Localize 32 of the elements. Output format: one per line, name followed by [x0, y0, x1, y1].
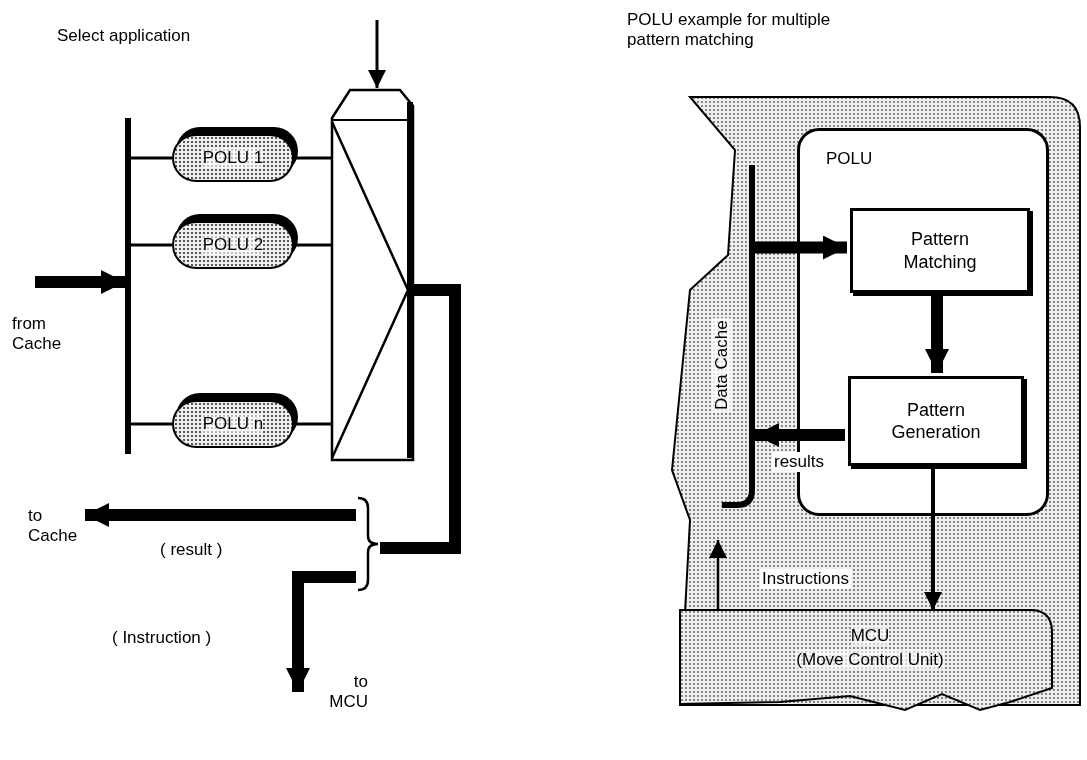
connector-line: [294, 422, 332, 426]
bus-bar: [125, 118, 131, 454]
process-box: Pattern Matching: [850, 208, 1030, 293]
vertical-label: Data Cache: [710, 317, 734, 414]
text-label: ( Instruction ): [112, 628, 213, 649]
text-label: to MCU: [328, 672, 368, 713]
process-box: Pattern Generation: [848, 376, 1024, 466]
unit-label: MCU: [849, 626, 891, 647]
text-label: to Cache: [28, 506, 82, 552]
arrow: [755, 423, 845, 447]
arrow: [368, 20, 386, 88]
connector-line: [294, 156, 332, 160]
container-title: POLU: [826, 149, 873, 170]
unit-label: POLU n: [202, 414, 264, 434]
connector-line: [131, 243, 172, 247]
text-label: ( result ): [160, 540, 224, 561]
edge-label: results: [772, 452, 827, 473]
unit-description: (Move Control Unit): [795, 650, 945, 671]
text-label: Select application: [57, 26, 192, 47]
arrow: [709, 540, 727, 610]
connector-line: [131, 422, 172, 426]
connector-line: [131, 156, 172, 160]
text-label: from Cache: [12, 314, 63, 355]
arrow: [35, 270, 125, 294]
edge-label: Instructions: [760, 569, 851, 590]
arrow: [752, 235, 847, 260]
unit-label: POLU 2: [202, 235, 264, 255]
arrow: [286, 571, 356, 692]
arrow: [85, 503, 356, 527]
text-label: POLU example for multiple pattern matching: [627, 10, 832, 51]
unit-label: POLU 1: [202, 148, 264, 168]
connector-line: [294, 243, 332, 247]
